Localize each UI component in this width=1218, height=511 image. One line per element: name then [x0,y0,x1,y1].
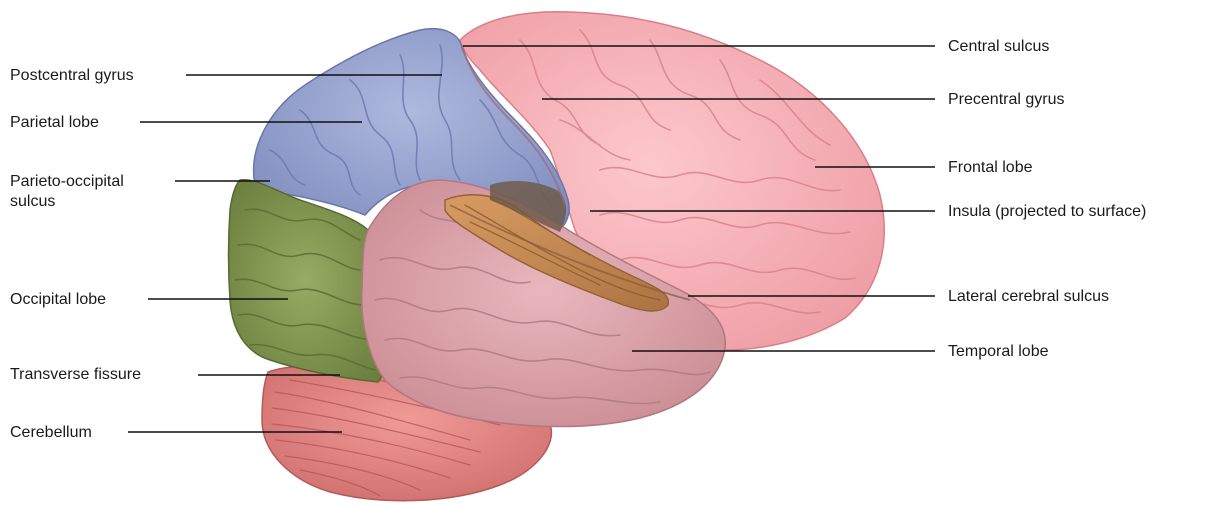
label-parieto-occipital-sulcus-line1: Parieto-occipital [10,172,124,191]
label-transverse-fissure: Transverse fissure [10,365,141,384]
label-parieto-occipital-sulcus-line2: sulcus [10,192,55,211]
label-parietal-lobe: Parietal lobe [10,113,99,132]
label-frontal-lobe: Frontal lobe [948,158,1033,177]
label-central-sulcus: Central sulcus [948,37,1049,56]
label-lateral-cerebral-sulcus: Lateral cerebral sulcus [948,287,1109,306]
label-insula: Insula (projected to surface) [948,202,1146,221]
label-cerebellum: Cerebellum [10,423,92,442]
label-postcentral-gyrus: Postcentral gyrus [10,66,134,85]
label-temporal-lobe: Temporal lobe [948,342,1049,361]
label-precentral-gyrus: Precentral gyrus [948,90,1065,109]
label-occipital-lobe: Occipital lobe [10,290,106,309]
